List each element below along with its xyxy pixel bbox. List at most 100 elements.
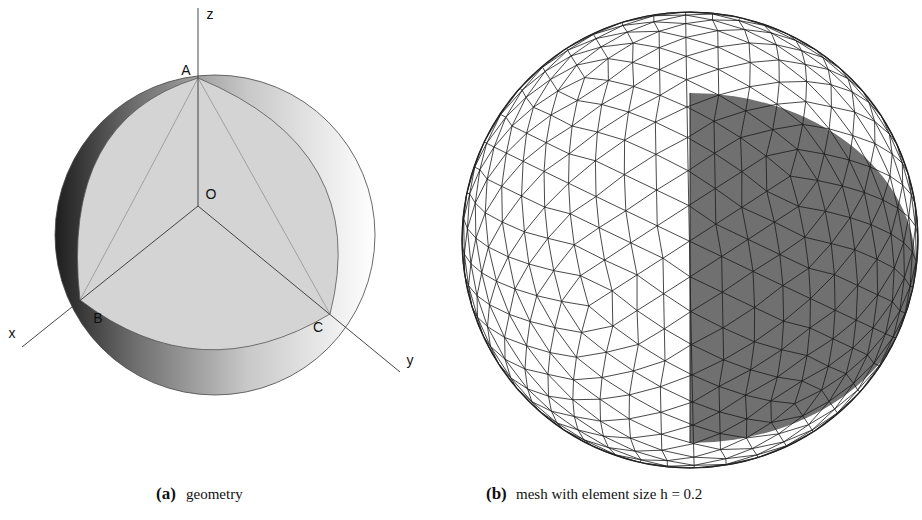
mesh-edge [753, 254, 780, 271]
mesh-edge [467, 203, 475, 229]
mesh-edge [631, 226, 657, 243]
mesh-edge [850, 218, 855, 250]
mesh-edge [824, 154, 849, 160]
mesh-edge [638, 329, 664, 345]
mesh-edge [530, 296, 537, 322]
mesh-lines [462, 12, 918, 468]
mesh-edge [555, 301, 562, 327]
mesh-edge [692, 402, 694, 425]
mesh-edge [853, 112, 855, 136]
mesh-edge [634, 86, 660, 95]
mesh-edge [660, 70, 687, 80]
mesh-edge [688, 121, 714, 137]
mesh-edge [546, 126, 572, 143]
mesh-edge [657, 226, 689, 241]
mesh-edge [780, 254, 783, 285]
mesh-edge [767, 176, 790, 191]
mesh-edge [745, 370, 750, 395]
mesh-edge [890, 154, 892, 176]
mesh-edge [637, 311, 664, 329]
mesh-edge [508, 257, 529, 264]
mesh-edge [659, 24, 686, 32]
mesh-edge [626, 211, 657, 226]
mesh-edge [771, 33, 801, 51]
mesh-edge [780, 254, 809, 268]
mesh-edge [767, 191, 799, 206]
mesh-edge [858, 366, 880, 390]
mesh-edge [602, 371, 633, 378]
mesh-edge [600, 399, 629, 419]
mesh-edge [871, 225, 891, 234]
mesh-edge [522, 196, 545, 207]
mesh-edge [576, 352, 606, 357]
mesh-edge [664, 312, 690, 329]
mesh-edge [751, 350, 782, 370]
mesh-edge [875, 121, 890, 134]
mesh-edge [551, 100, 577, 115]
mesh-edge [656, 190, 658, 226]
mesh-edge [467, 229, 471, 264]
mesh-edge [544, 154, 569, 172]
mesh-edge [601, 419, 630, 421]
mesh-edge [741, 130, 773, 138]
mesh-edge [692, 375, 694, 402]
mesh-edge [653, 16, 654, 22]
mesh-edge [715, 172, 742, 189]
mesh-edge [574, 357, 577, 380]
mesh-edge [487, 114, 501, 143]
mesh-edge [608, 59, 609, 81]
mesh-edge [795, 390, 822, 404]
mesh-edge [883, 200, 891, 234]
mesh-edge [689, 241, 721, 256]
mesh-edge [601, 43, 633, 47]
mesh-edge [834, 250, 854, 275]
mesh-edge [689, 224, 715, 241]
mesh-edge [782, 286, 784, 322]
mesh-edge [685, 24, 686, 38]
mesh-edge [854, 355, 868, 384]
mesh-edge [688, 138, 715, 154]
mesh-edge [712, 14, 713, 20]
mesh-edge [506, 133, 526, 153]
mesh-edge [687, 107, 714, 121]
mesh-edge [488, 247, 496, 281]
mesh-edge [632, 43, 633, 62]
mesh-edge [655, 154, 657, 190]
mesh-edge [496, 257, 508, 281]
mesh-edge [667, 457, 694, 460]
mesh-edge [823, 57, 848, 78]
mesh-edge [629, 395, 630, 419]
mesh-edge [509, 314, 526, 345]
mesh-edge [464, 229, 467, 254]
mesh-edge [545, 207, 548, 238]
mesh-edge [864, 192, 883, 199]
mesh-edge [749, 43, 779, 60]
mesh-edge [749, 43, 750, 63]
mesh-edge [655, 122, 657, 154]
subfigure-tag: (b) [486, 485, 507, 502]
mesh-edge [720, 419, 747, 434]
mesh-edge [829, 401, 834, 409]
mesh-edge [803, 124, 825, 154]
mesh-edge [631, 243, 637, 275]
mesh-edge [551, 115, 572, 126]
mesh-edge [894, 268, 904, 278]
mesh-edge [784, 430, 812, 442]
mesh-edge [547, 374, 548, 396]
mesh-edge [661, 434, 693, 443]
mesh-edge [856, 295, 878, 320]
mesh-edge [741, 172, 742, 208]
mesh-edge [555, 328, 577, 358]
mesh-edge [655, 122, 687, 137]
mesh-edge [833, 310, 835, 339]
mesh-edge [557, 423, 578, 430]
mesh-edge [720, 412, 747, 419]
mesh-edge [842, 160, 849, 186]
mesh-edge [571, 47, 601, 56]
mesh-edge [745, 377, 777, 395]
mesh-edge [512, 126, 527, 133]
mesh-edge [716, 207, 742, 224]
mesh-edge [891, 208, 898, 234]
mesh-edge [582, 332, 607, 352]
mesh-edge [625, 112, 629, 140]
